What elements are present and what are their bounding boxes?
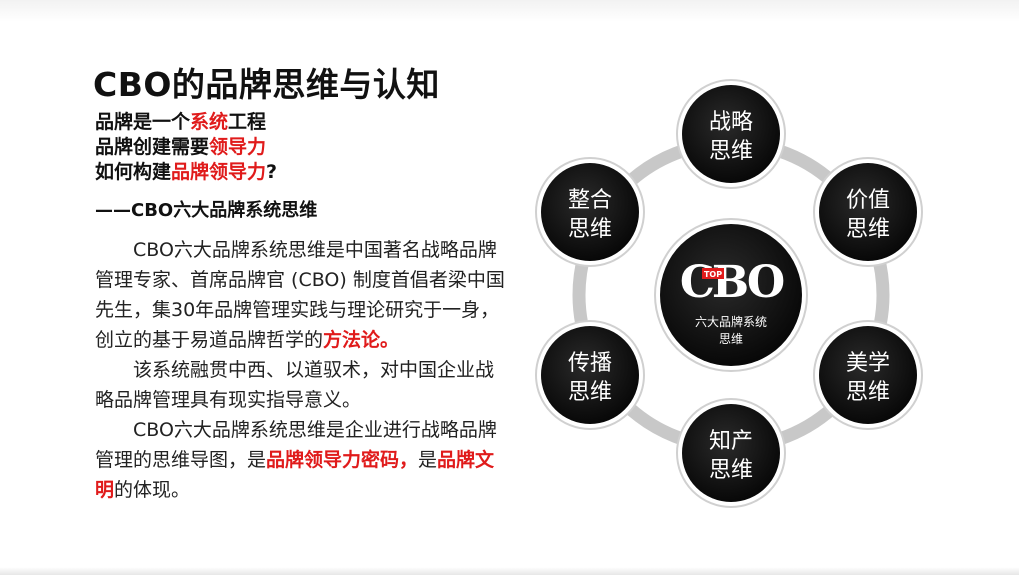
lead-text: 品牌是一个 — [95, 111, 191, 133]
node-label-line-2: 思维 — [709, 139, 753, 164]
node-label-line-1: 价值 — [846, 188, 890, 213]
lead-statements: 品牌是一个系统工程 品牌创建需要领导力 如何构建品牌领导力? — [95, 110, 277, 185]
node-label-line-1: 整合 — [568, 188, 612, 213]
lead-highlight: 领导力 — [209, 136, 267, 158]
center-label-line-2: 思维 — [719, 332, 743, 346]
lead-text: ? — [266, 161, 278, 183]
node-disc — [541, 163, 639, 261]
node-disc — [819, 163, 917, 261]
lead-highlight: 品牌领导力 — [171, 161, 267, 183]
node-label-line-1: 知产 — [709, 429, 753, 454]
lead-text: 品牌创建需要 — [95, 136, 210, 158]
node-disc — [819, 326, 917, 424]
node-disc — [682, 85, 780, 183]
node-label-line-1: 美学 — [846, 351, 890, 376]
paragraph-3: CBO六大品牌系统思维是企业进行战略品牌管理的思维导图，是品牌领导力密码，是品牌… — [95, 415, 505, 505]
center-node-disc — [660, 224, 802, 366]
node-label-line-2: 思维 — [568, 217, 612, 242]
logo-badge: TOP — [704, 270, 722, 279]
node-label-line-2: 思维 — [709, 458, 753, 483]
paragraph-text: 的体现。 — [114, 479, 191, 501]
logo-badge-bg — [702, 268, 724, 279]
paragraph-text: CBO六大品牌系统思维是企业进行战略品牌管理的思维导图，是 — [95, 419, 497, 471]
lead-line-3: 如何构建品牌领导力? — [95, 160, 277, 185]
node-label-line-2: 思维 — [846, 380, 890, 405]
lead-text: 如何构建 — [95, 161, 172, 183]
node-label-line-1: 战略 — [709, 110, 753, 135]
paragraph-text: CBO六大品牌系统思维是中国著名战略品牌管理专家、首席品牌官 (CBO) 制度首… — [95, 239, 505, 351]
node-label-line-1: 传播 — [568, 351, 612, 376]
top-edge — [0, 0, 1019, 22]
node-disc — [682, 404, 780, 502]
paragraph-2: 该系统融贯中西、以道驭术，对中国企业战略品牌管理具有现实指导意义。 — [95, 359, 495, 411]
lead-line-1: 品牌是一个系统工程 — [95, 110, 277, 135]
node-label-line-2: 思维 — [846, 217, 890, 242]
lead-text: 工程 — [228, 111, 267, 133]
body-text: CBO六大品牌系统思维是中国著名战略品牌管理专家、首席品牌官 (CBO) 制度首… — [95, 235, 505, 505]
paragraph-highlight: 。 — [380, 329, 400, 351]
paragraph-highlight: 方法论 — [323, 329, 381, 351]
paragraph-1: CBO六大品牌系统思维是中国著名战略品牌管理专家、首席品牌官 (CBO) 制度首… — [95, 235, 505, 355]
paragraph-text: 是 — [418, 449, 438, 471]
paragraph-highlight: 品牌领导力密码， — [266, 449, 419, 471]
lead-highlight: 系统 — [190, 111, 229, 133]
node-label-line-2: 思维 — [568, 380, 612, 405]
paragraph-highlight: 品牌文明 — [95, 449, 495, 501]
center-node: CBO TOP 六大品牌系统 思维 — [654, 218, 808, 372]
cbo-logo: CBO — [680, 257, 784, 308]
bottom-edge — [0, 567, 1019, 575]
subtitle: ——CBO六大品牌系统思维 — [95, 200, 318, 221]
lead-line-2: 品牌创建需要领导力 — [95, 135, 277, 160]
slide-title: CBO的品牌思维与认知 — [93, 65, 440, 104]
center-label-line-1: 六大品牌系统 — [695, 315, 767, 329]
node-disc — [541, 326, 639, 424]
